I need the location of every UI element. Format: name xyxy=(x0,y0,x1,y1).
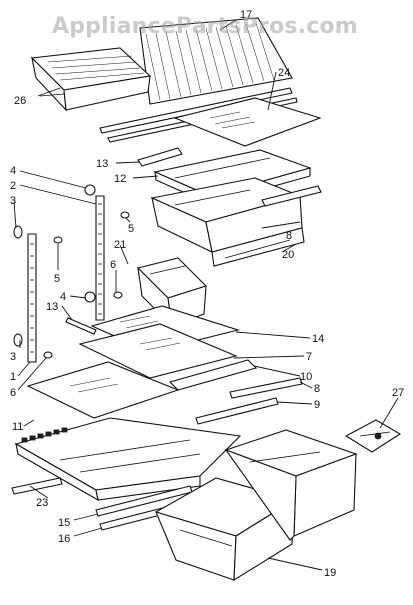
shelf-frame-10[interactable] xyxy=(168,359,258,391)
glass-shelf-upper[interactable] xyxy=(173,97,322,147)
shelf-rail-13-upper[interactable] xyxy=(137,147,183,167)
glass-reflection xyxy=(209,111,256,129)
shelf-rail-8-lower[interactable] xyxy=(229,377,303,399)
callout-7: 7 xyxy=(306,351,312,363)
callout-15: 15 xyxy=(58,517,70,529)
callout-4-upper: 4 xyxy=(10,165,16,177)
watermark-text: AppliancePartsPros.com xyxy=(52,14,358,39)
shelf-ladder-right[interactable] xyxy=(95,195,105,321)
callout-23: 23 xyxy=(36,497,48,509)
crisper-pan-right[interactable] xyxy=(224,429,358,541)
callout-19: 19 xyxy=(324,567,336,579)
glass-reflection-11 xyxy=(69,377,119,393)
deli-drawer[interactable] xyxy=(150,177,305,267)
shelf-rail-13-lower[interactable] xyxy=(65,317,97,335)
callout-1: 1 xyxy=(10,371,16,383)
callout-16: 16 xyxy=(58,533,70,545)
callout-labels: 17 24 26 13 12 4 2 3 5 21 8 20 6 5 4 13 … xyxy=(10,9,404,579)
glass-shelf-7[interactable] xyxy=(78,323,238,379)
callout-13-upper: 13 xyxy=(96,158,108,170)
shelf-ladder-left[interactable] xyxy=(27,233,37,363)
callout-12: 12 xyxy=(114,173,126,185)
callout-21: 21 xyxy=(114,239,126,251)
callout-14: 14 xyxy=(312,333,324,345)
callout-9: 9 xyxy=(314,399,320,411)
callout-5-upper: 5 xyxy=(128,223,134,235)
callout-2: 2 xyxy=(10,180,16,192)
callout-10: 10 xyxy=(300,371,312,383)
callout-6-lower: 6 xyxy=(10,387,16,399)
callout-26: 26 xyxy=(14,95,26,107)
callout-17: 17 xyxy=(240,9,252,21)
callout-20: 20 xyxy=(282,249,294,261)
crisper-frame[interactable] xyxy=(14,417,242,502)
glass-reflection-7 xyxy=(139,337,181,351)
frame-rail-23[interactable] xyxy=(11,477,63,495)
callout-24: 24 xyxy=(278,67,290,79)
leader-lines xyxy=(13,19,399,571)
hardware[interactable] xyxy=(13,184,130,359)
callout-13-lower: 13 xyxy=(46,301,58,313)
meat-pan-tray[interactable] xyxy=(30,47,152,112)
glass-reflection-14 xyxy=(119,315,159,329)
callout-5-lower: 5 xyxy=(54,273,60,285)
callout-3-upper: 3 xyxy=(10,195,16,207)
humidity-control[interactable] xyxy=(344,419,402,453)
shelf-rail-9[interactable] xyxy=(195,397,279,425)
callout-6-upper: 6 xyxy=(110,259,116,271)
callout-3-lower: 3 xyxy=(10,351,16,363)
drawer-rail-8-upper[interactable] xyxy=(261,185,322,207)
callout-4-lower: 4 xyxy=(60,291,66,303)
callout-8-lower: 8 xyxy=(314,383,320,395)
crisper-cover-glass[interactable] xyxy=(26,361,180,419)
callout-8-upper: 8 xyxy=(286,230,292,242)
callout-11: 11 xyxy=(12,421,23,433)
callout-27: 27 xyxy=(392,387,404,399)
